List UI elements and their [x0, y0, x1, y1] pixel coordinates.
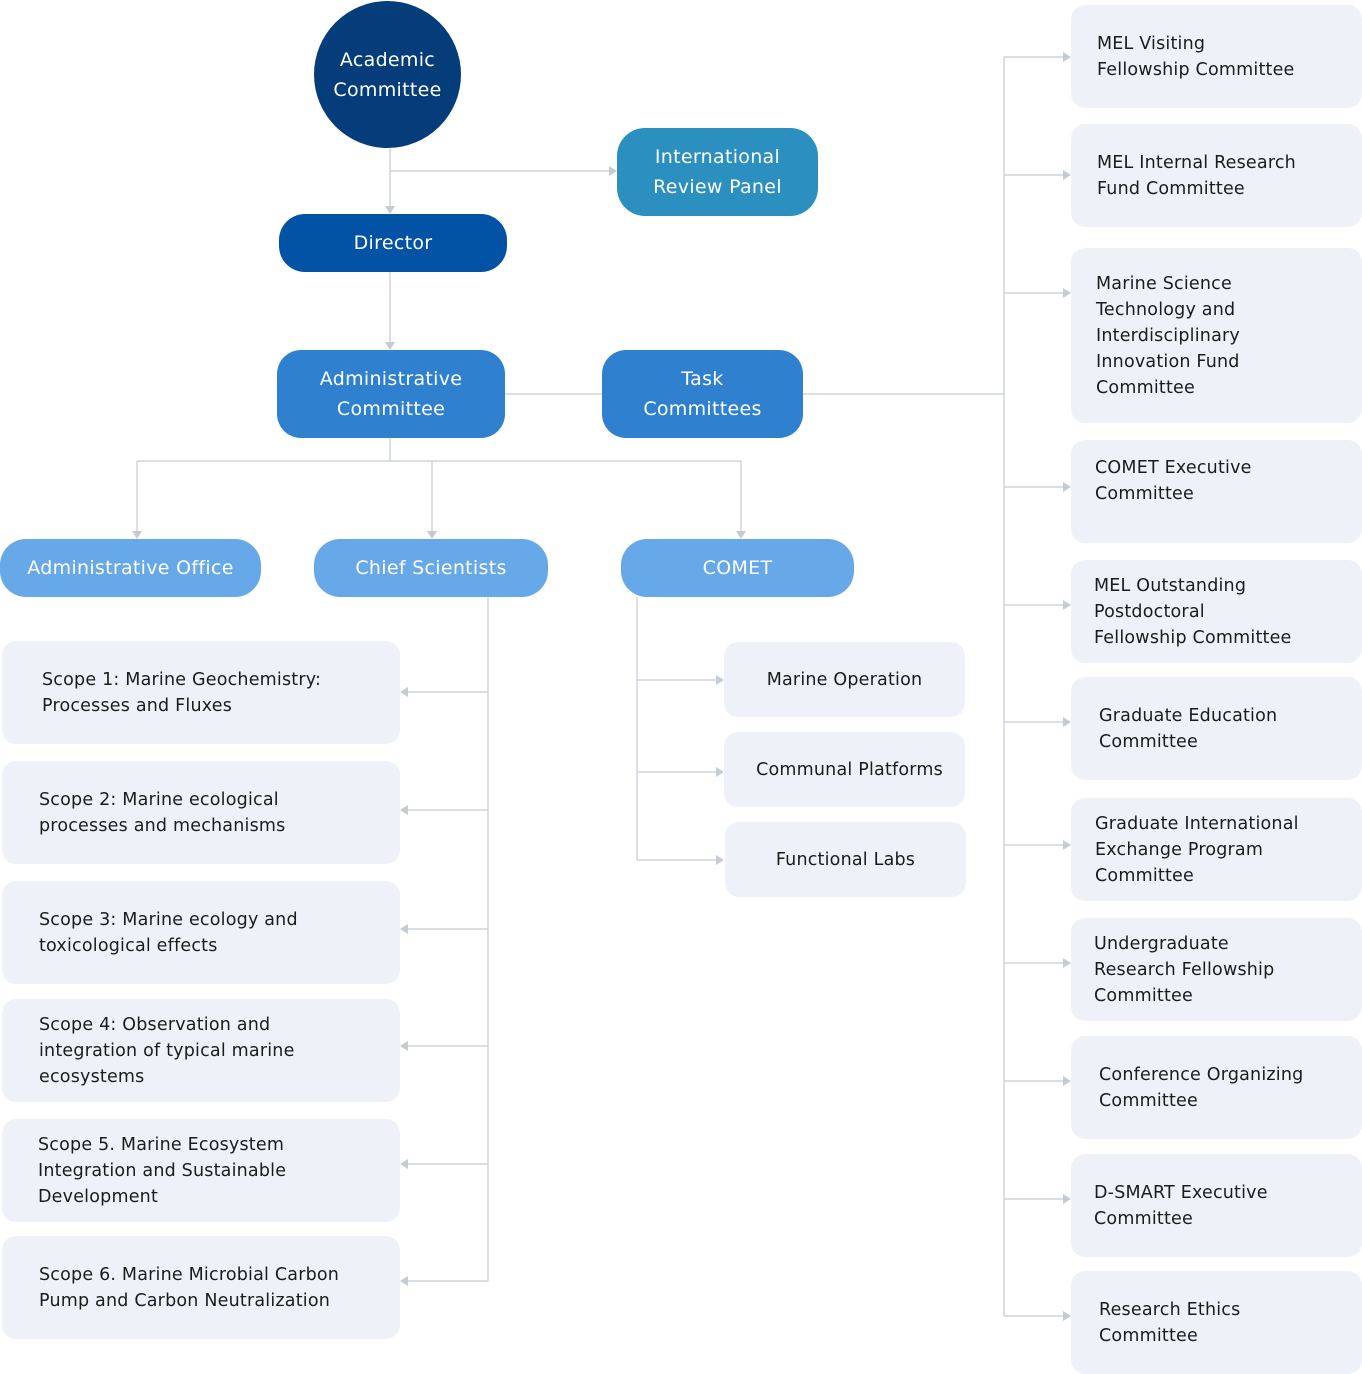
task-committee-card: Graduate International Exchange Program … — [1071, 798, 1362, 901]
scope-card: Scope 3: Marine ecology and toxicologica… — [2, 881, 400, 984]
arrowhead — [1063, 1076, 1071, 1086]
task-committee-card: Marine Science Technology and Interdisci… — [1071, 248, 1362, 423]
task-committee-card: Conference Organizing Committee — [1071, 1036, 1362, 1139]
arrowhead — [385, 342, 395, 350]
task-committees-node: Task Committees — [602, 350, 803, 438]
task-committee-card: MEL Visiting Fellowship Committee — [1071, 5, 1362, 108]
task-committee-card: MEL Internal Research Fund Committee — [1071, 124, 1362, 227]
arrowhead — [385, 206, 395, 214]
arrowhead — [1063, 1194, 1071, 1204]
administrative-office-node: Administrative Office — [0, 539, 261, 597]
arrowhead — [1063, 482, 1071, 492]
scope-card: Scope 4: Observation and integration of … — [2, 999, 400, 1102]
comet-node: COMET — [621, 539, 854, 597]
scope-card: Scope 2: Marine ecological processes and… — [2, 761, 400, 864]
task-committee-card: MEL Outstanding Postdoctoral Fellowship … — [1071, 560, 1362, 663]
scope-card: Scope 5. Marine Ecosystem Integration an… — [2, 1119, 400, 1222]
arrowhead — [716, 675, 724, 685]
arrowhead — [400, 805, 408, 815]
scope-card: Scope 6. Marine Microbial Carbon Pump an… — [2, 1236, 400, 1339]
arrowhead — [1063, 958, 1071, 968]
arrowhead — [1063, 840, 1071, 850]
arrowhead — [1063, 600, 1071, 610]
arrowhead — [1063, 52, 1071, 62]
scope-card: Scope 1: Marine Geochemistry: Processes … — [2, 641, 400, 744]
communal-platforms-card: Communal Platforms — [724, 732, 965, 807]
arrowhead — [1063, 717, 1071, 727]
arrowhead — [400, 1276, 408, 1286]
director-node: Director — [279, 214, 507, 272]
international-review-panel-node: International Review Panel — [617, 128, 818, 216]
task-committee-card: D-SMART Executive Committee — [1071, 1154, 1362, 1257]
arrowhead — [132, 531, 142, 539]
arrowhead — [716, 855, 724, 865]
task-committee-card: Graduate Education Committee — [1071, 677, 1362, 780]
task-committee-card: Undergraduate Research Fellowship Commit… — [1071, 918, 1362, 1021]
arrowhead — [609, 166, 617, 176]
arrowhead — [427, 531, 437, 539]
chief-scientists-node: Chief Scientists — [314, 539, 548, 597]
task-committee-card: Research Ethics Committee — [1071, 1271, 1362, 1374]
arrowhead — [400, 1159, 408, 1169]
administrative-committee-node: Administrative Committee — [277, 350, 505, 438]
arrowhead — [400, 1041, 408, 1051]
arrowhead — [1063, 170, 1071, 180]
academic-committee-node: Academic Committee — [314, 1, 461, 148]
task-committee-card: COMET Executive Committee — [1071, 440, 1362, 543]
functional-labs-card: Functional Labs — [725, 822, 966, 897]
marine-operation-card: Marine Operation — [724, 642, 965, 717]
arrowhead — [400, 687, 408, 697]
arrowhead — [716, 767, 724, 777]
arrowhead — [736, 531, 746, 539]
arrowhead — [1063, 1311, 1071, 1321]
arrowhead — [400, 924, 408, 934]
arrowhead — [1063, 288, 1071, 298]
